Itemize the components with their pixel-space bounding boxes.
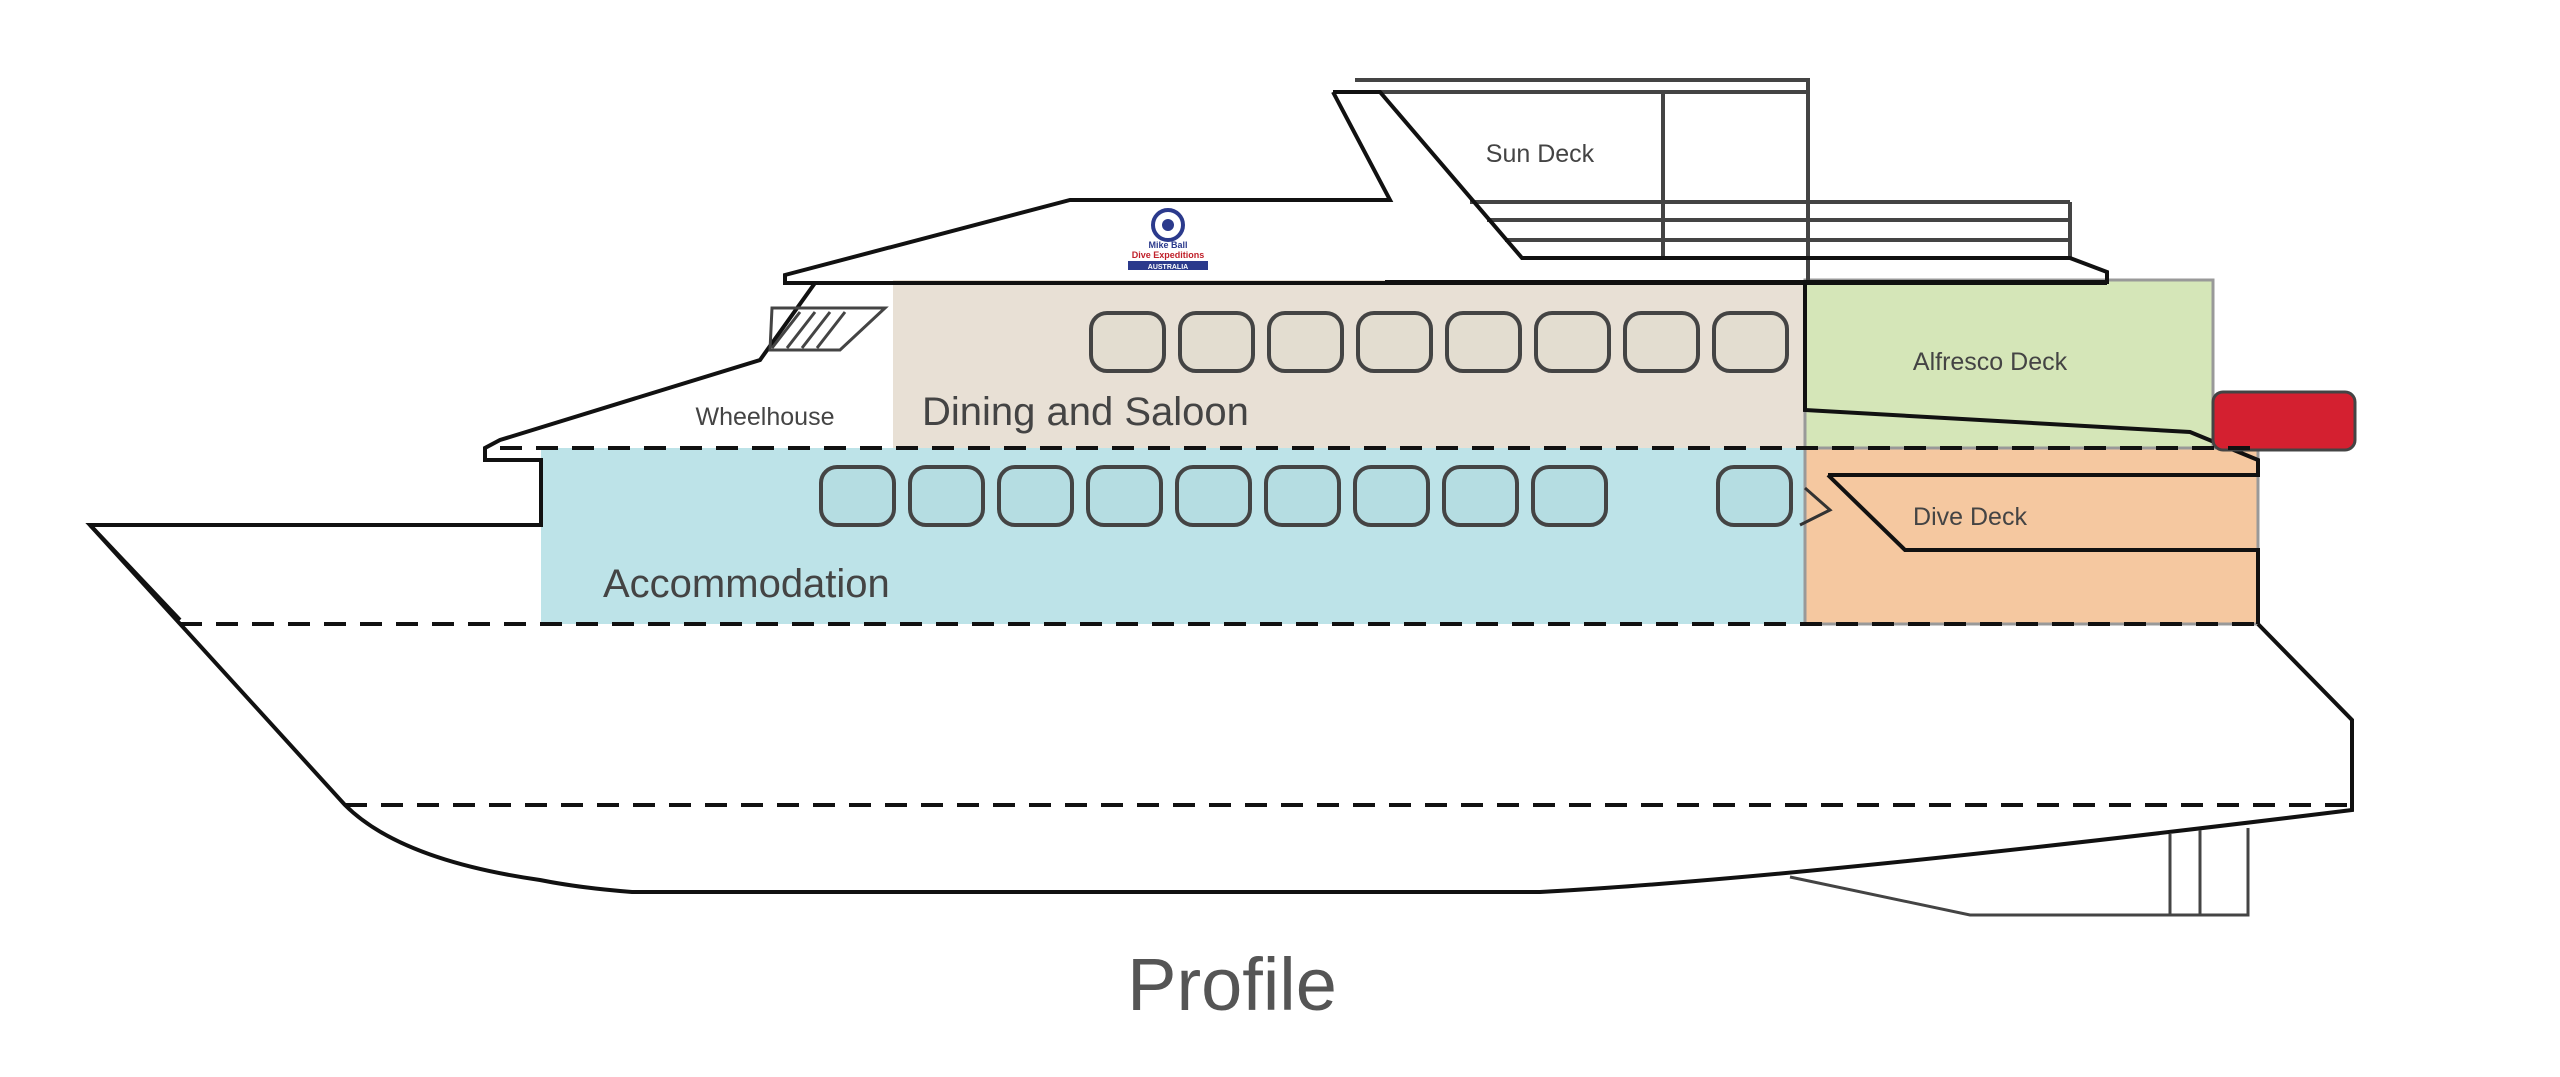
window (1178, 311, 1255, 373)
window (1175, 465, 1252, 527)
dining-saloon-label: Dining and Saloon (922, 390, 1249, 434)
sun-deck-structure (1333, 78, 2072, 280)
window (1264, 465, 1341, 527)
window (1531, 465, 1608, 527)
sun-deck-label: Sun Deck (1486, 140, 1595, 168)
wheelhouse-outline (85, 281, 893, 622)
window (997, 465, 1074, 527)
window (1445, 311, 1522, 373)
alfresco-deck-label: Alfresco Deck (1913, 348, 2068, 376)
window (819, 465, 896, 527)
logo-line-1: Mike Ball (1148, 240, 1187, 250)
logo-line-2: Dive Expeditions (1132, 250, 1205, 260)
window (1442, 465, 1519, 527)
window (1716, 465, 1793, 527)
wheelhouse-windows (768, 306, 889, 352)
window (908, 465, 985, 527)
stern-marker (2211, 390, 2357, 452)
dive-deck-step (1799, 486, 1833, 527)
sun-deck-outline (1333, 90, 2109, 284)
window (1534, 311, 1611, 373)
logo-line-3: AUSTRALIA (1148, 264, 1188, 271)
hull-outline (88, 523, 2354, 894)
saloon-windows (1089, 311, 1789, 373)
window (1267, 311, 1344, 373)
sun-deck-front (783, 91, 1394, 283)
window (1623, 311, 1700, 373)
window (1712, 311, 1789, 373)
window (1086, 465, 1163, 527)
company-logo: Mike Ball Dive Expeditions AUSTRALIA (1128, 208, 1208, 271)
upper-deck-outline (783, 275, 2107, 285)
accommodation-label: Accommodation (603, 562, 890, 606)
window (1353, 465, 1430, 527)
window (1356, 311, 1433, 373)
wheelhouse-label: Wheelhouse (696, 403, 835, 431)
window (1089, 311, 1166, 373)
diagram-title: Profile (1127, 943, 1337, 1026)
rudder-skeg (1789, 828, 2250, 917)
dive-deck-ramp (1826, 473, 2260, 624)
accommodation-windows (819, 465, 1793, 527)
dive-deck-label: Dive Deck (1913, 503, 2027, 531)
